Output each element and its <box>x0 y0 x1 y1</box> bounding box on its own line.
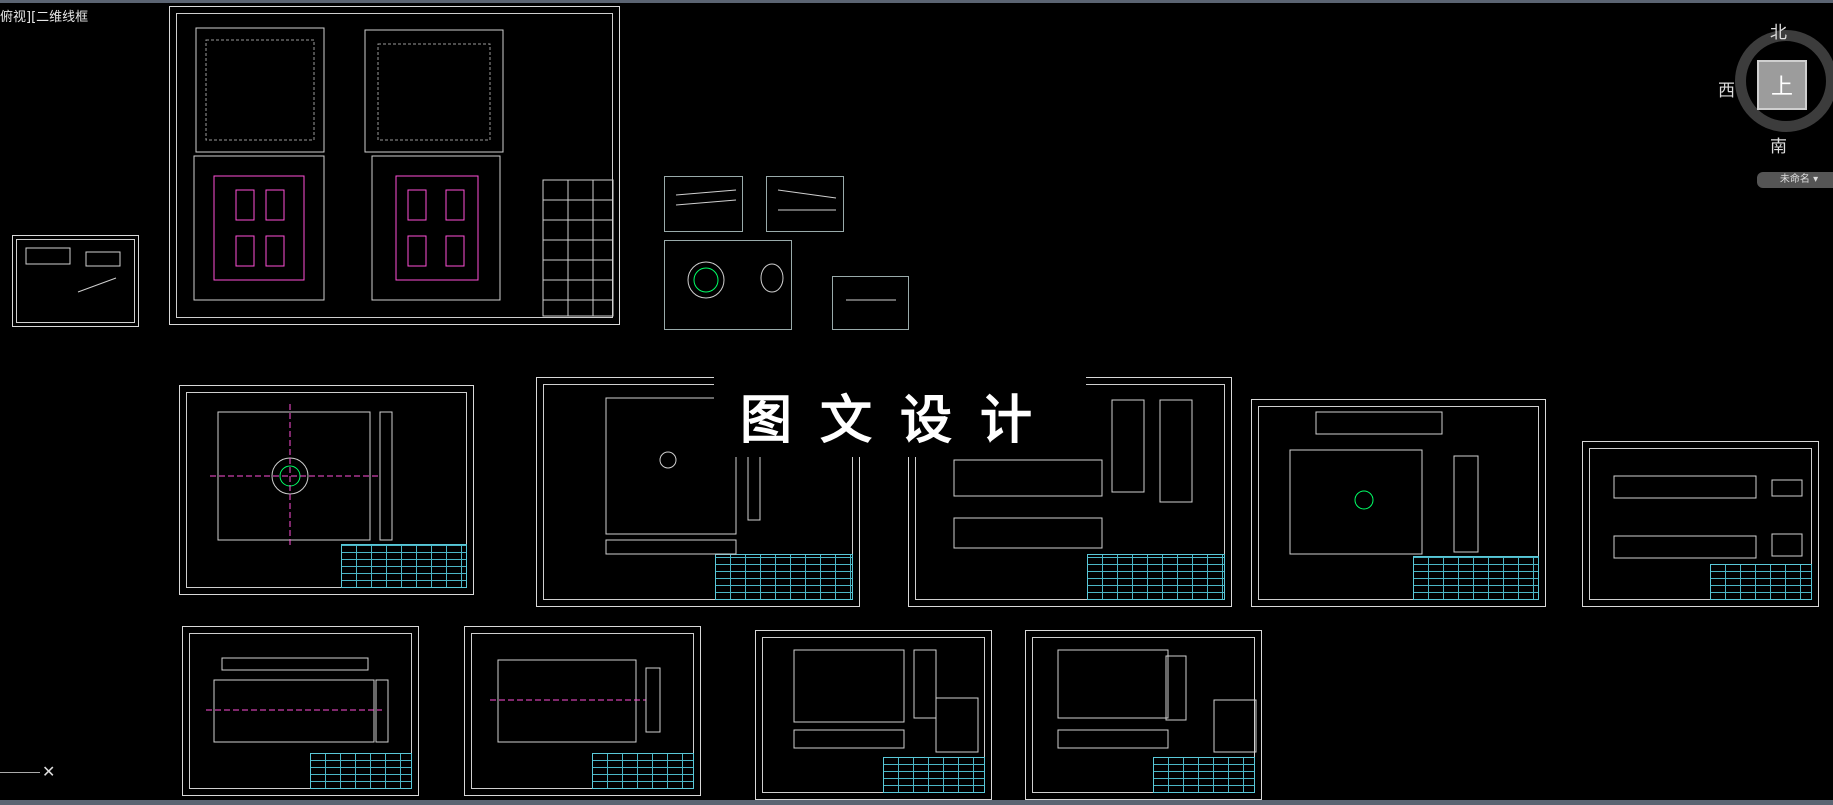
drawing-sheet-small-part-1[interactable] <box>664 176 743 232</box>
drawing-sheet-plate-6[interactable] <box>182 626 419 796</box>
drawing-sheet-ring-part[interactable] <box>664 240 792 330</box>
title-block <box>1413 556 1539 600</box>
viewport-controls-label[interactable]: 俯视][二维线框 <box>0 10 89 25</box>
sheet-inner-border <box>1258 406 1539 600</box>
drawing-sheet-cavity-1[interactable] <box>755 630 992 800</box>
drawing-sheet-small-part-2[interactable] <box>766 176 844 232</box>
sheet-inner-border <box>176 13 613 318</box>
title-block <box>715 554 853 600</box>
title-block <box>592 753 694 789</box>
sheet-inner-border <box>543 384 853 600</box>
drawing-sheet-plate-5[interactable] <box>1582 441 1819 607</box>
sheet-inner-border <box>189 633 412 789</box>
sheet-inner-border <box>762 637 985 793</box>
viewcube[interactable]: 北 西 南 上 未命名 ▾ <box>1718 23 1833 188</box>
title-block <box>883 757 985 793</box>
title-block <box>310 753 412 789</box>
ucs-x-axis <box>0 772 40 773</box>
sheet-inner-border <box>16 239 135 323</box>
watermark-text: 图文设计 <box>714 374 1087 457</box>
sheet-inner-border <box>1032 637 1255 793</box>
title-block <box>1153 757 1255 793</box>
drawing-sheet-plate-4[interactable] <box>1251 399 1546 607</box>
bottom-window-edge <box>0 800 1833 805</box>
ucs-icon: ✕ <box>42 762 56 781</box>
compass-south[interactable]: 南 <box>1770 137 1787 157</box>
title-block <box>1710 564 1812 600</box>
drawing-sheet-plate-7[interactable] <box>464 626 701 796</box>
sheet-inner-border <box>186 392 467 588</box>
ucs-menu-button[interactable]: 未命名 ▾ <box>1757 172 1833 188</box>
title-block <box>341 544 467 588</box>
drawing-sheet-cavity-2[interactable] <box>1025 630 1262 800</box>
sheet-inner-border <box>471 633 694 789</box>
sheet-inner-border <box>1589 448 1812 600</box>
compass-ring[interactable] <box>1735 30 1833 132</box>
compass-north[interactable]: 北 <box>1770 23 1787 43</box>
drawing-sheet-plate-2[interactable] <box>536 377 860 607</box>
drawing-sheet-assembly[interactable] <box>169 6 620 325</box>
viewcube-top-face[interactable]: 上 <box>1757 60 1807 110</box>
compass-west[interactable]: 西 <box>1718 81 1735 101</box>
drawing-sheet-pin-part[interactable] <box>832 276 909 330</box>
top-window-edge <box>0 0 1833 3</box>
drawing-sheet-product-part[interactable] <box>12 235 139 327</box>
title-block <box>1087 554 1225 600</box>
drawing-sheet-plate-1[interactable] <box>179 385 474 595</box>
